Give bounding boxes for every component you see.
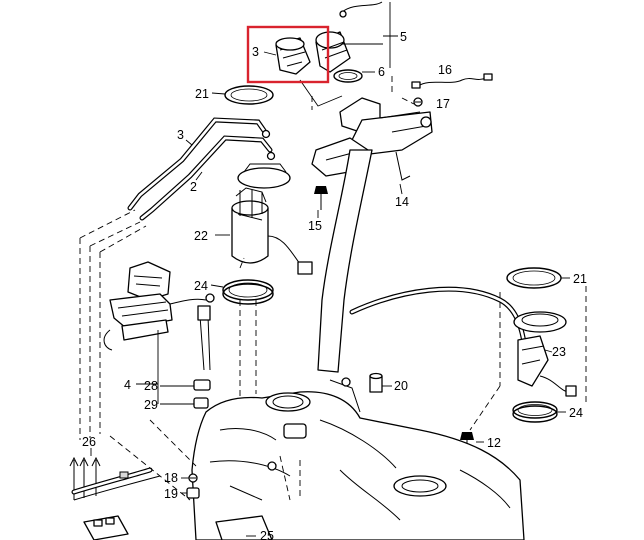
callout-2-line: 2 <box>190 180 197 194</box>
callout-14: 14 <box>395 195 409 209</box>
callout-3-top: 3 <box>252 45 259 59</box>
leader-3-line <box>185 139 193 146</box>
callout-25: 25 <box>260 529 274 540</box>
callout-26: 26 <box>82 435 96 449</box>
fuel-sender-part-23[interactable] <box>513 311 577 397</box>
fuel-line-part-2[interactable] <box>139 135 273 221</box>
callout-19: 19 <box>164 487 178 501</box>
retaining-ring-part-21-upper[interactable] <box>224 85 274 105</box>
clip-part-29[interactable] <box>193 397 209 409</box>
callout-23: 23 <box>552 345 566 359</box>
wiring-harness-part-26[interactable] <box>69 456 161 501</box>
callout-29: 29 <box>144 398 158 412</box>
vent-hose[interactable] <box>349 286 529 375</box>
leader-14 <box>399 183 403 195</box>
callout-6: 6 <box>378 65 385 79</box>
retaining-ring-part-21-right[interactable] <box>506 267 562 289</box>
bolt-part-19[interactable] <box>186 487 200 499</box>
leader-23 <box>544 349 553 353</box>
callout-24-right: 24 <box>569 406 583 420</box>
fuel-pump-part-22[interactable] <box>231 163 313 275</box>
callout-24-left: 24 <box>194 279 208 293</box>
cap-part-5[interactable] <box>315 1 383 73</box>
callout-22: 22 <box>194 229 208 243</box>
bolt-part-15[interactable] <box>314 186 328 210</box>
dashed-group-line-top <box>311 76 415 110</box>
callout-17: 17 <box>436 97 450 111</box>
callout-21-right: 21 <box>573 272 587 286</box>
callout-18: 18 <box>164 471 178 485</box>
cap-part-3[interactable] <box>275 37 311 75</box>
callout-20: 20 <box>394 379 408 393</box>
callout-12: 12 <box>487 436 501 450</box>
dashed-group-line-tank <box>109 419 301 501</box>
callout-4: 4 <box>124 378 131 392</box>
dashed-group-line-left <box>79 209 147 440</box>
seal-ring-part-24-left[interactable] <box>222 279 274 305</box>
callout-15: 15 <box>308 219 322 233</box>
fuel-tank[interactable] <box>191 377 525 540</box>
seal-ring-part-6[interactable] <box>333 69 363 83</box>
callout-21-upper: 21 <box>195 87 209 101</box>
callout-bracket-4 <box>136 330 159 404</box>
dashed-group-line-pump <box>239 257 257 400</box>
sensor-wire-part-16[interactable] <box>411 73 493 89</box>
bolt-part-18[interactable] <box>188 473 198 483</box>
callout-3-line: 3 <box>177 128 184 142</box>
filler-neck-part-14[interactable] <box>311 97 433 373</box>
leader-21-upper <box>211 92 226 95</box>
callout-bracket-5 <box>342 2 398 68</box>
leader-cap-to-filler <box>299 79 343 107</box>
fuel-line-part-3[interactable] <box>127 117 268 211</box>
callout-5: 5 <box>400 30 407 44</box>
callout-28: 28 <box>144 379 158 393</box>
connector-bracket-part-25[interactable] <box>83 515 129 540</box>
clip-part-28[interactable] <box>193 379 211 391</box>
bolt-part-20[interactable] <box>369 372 383 393</box>
dashed-group-line-right <box>469 286 587 431</box>
highlight-box-part-3[interactable] <box>246 25 330 84</box>
bolt-part-17[interactable] <box>413 97 423 107</box>
leader-3-top <box>263 51 277 56</box>
leader-24-left <box>210 284 224 288</box>
leader-2-line <box>195 171 203 181</box>
seal-ring-part-24-right[interactable] <box>512 401 558 423</box>
bracket-assembly-part-4[interactable] <box>103 261 215 371</box>
callout-16: 16 <box>438 63 452 77</box>
